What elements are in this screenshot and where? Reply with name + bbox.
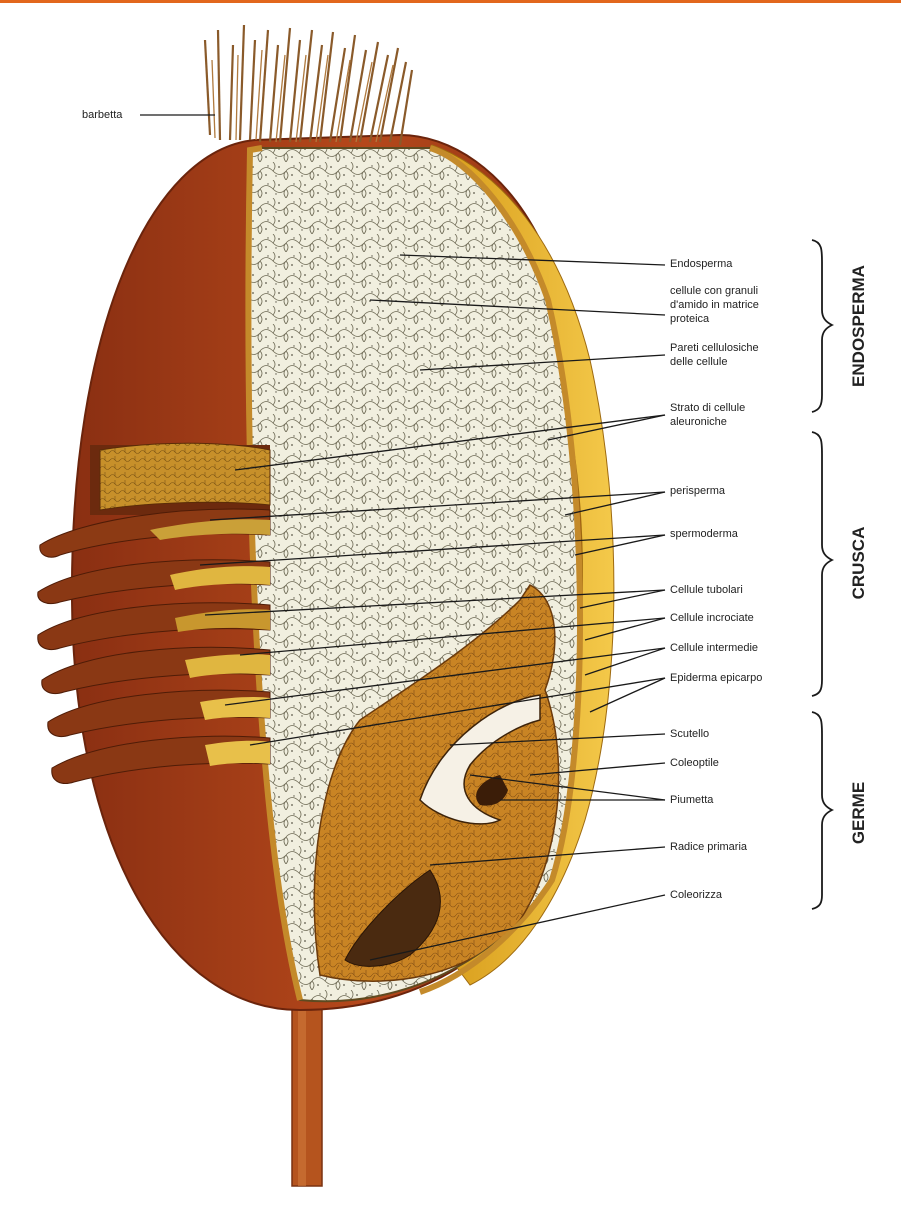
label-piumetta: Piumetta xyxy=(670,793,713,807)
flap-1 xyxy=(100,443,270,510)
label-perisperma: perisperma xyxy=(670,484,725,498)
group-title-endosperma: ENDOSPERMA xyxy=(849,261,871,391)
group-title-germe: GERME xyxy=(849,763,871,863)
stalk xyxy=(292,1000,322,1186)
label-scutello: Scutello xyxy=(670,727,709,741)
brace-crusca xyxy=(812,432,832,696)
label-radice: Radice primaria xyxy=(670,840,747,854)
label-tubolari: Cellule tubolari xyxy=(670,583,743,597)
label-epiderma: Epiderma epicarpo xyxy=(670,671,762,685)
label-intermedie: Cellule intermedie xyxy=(670,641,758,655)
label-cellule-granuli: cellule con granuli d'amido in matrice p… xyxy=(670,284,759,326)
label-coleoptile: Coleoptile xyxy=(670,756,719,770)
label-pareti: Pareti cellulosiche delle cellule xyxy=(670,341,759,369)
label-coleorizza: Coleorizza xyxy=(670,888,722,902)
label-endosperma: Endosperma xyxy=(670,257,732,271)
label-spermoderma: spermoderma xyxy=(670,527,738,541)
brace-germe xyxy=(812,712,832,909)
brace-endosperma xyxy=(812,240,832,412)
label-strato: Strato di cellule aleuroniche xyxy=(670,401,745,429)
label-barbetta: barbetta xyxy=(82,108,122,122)
label-incrociate: Cellule incrociate xyxy=(670,611,754,625)
group-braces xyxy=(812,240,832,909)
group-title-crusca: CRUSCA xyxy=(849,513,871,613)
